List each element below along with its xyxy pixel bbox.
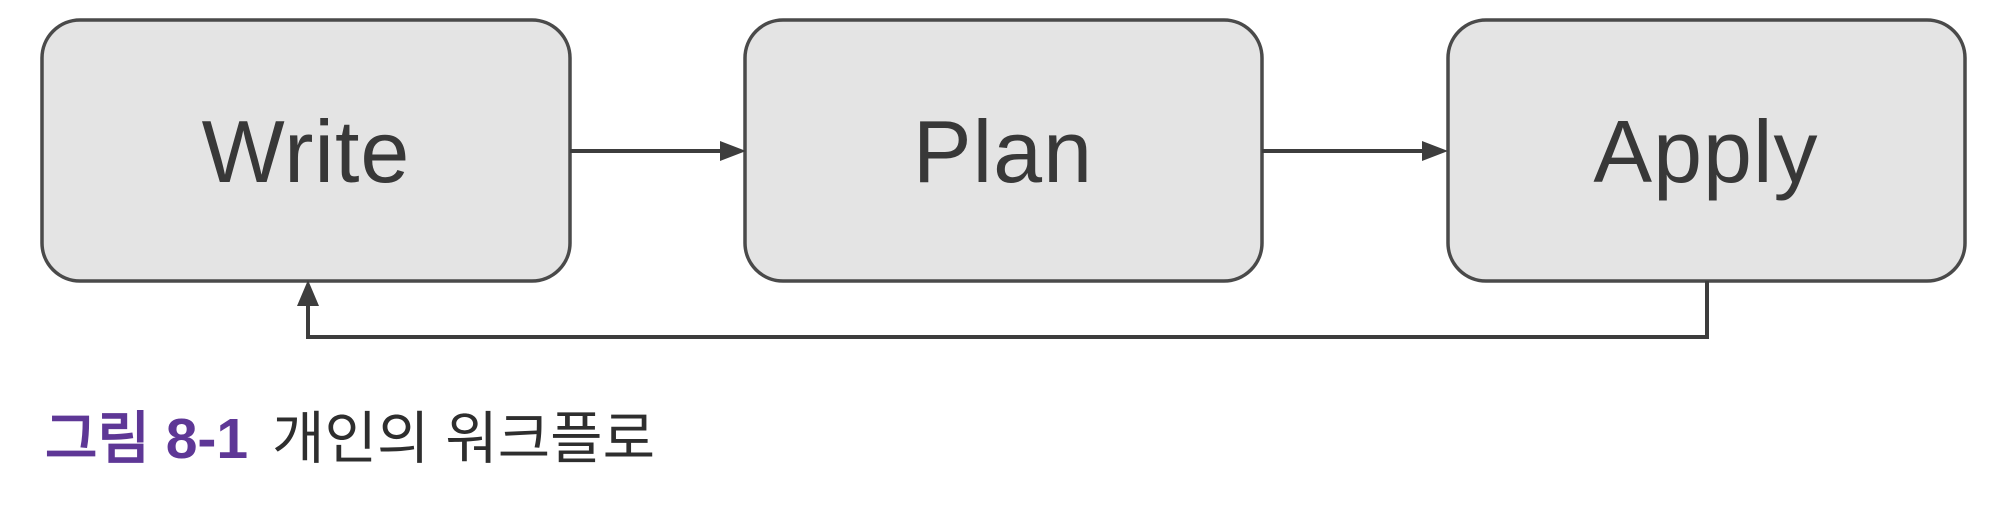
node-plan-label: Plan xyxy=(913,102,1093,201)
figure-title-text: 개인의 워크플로 xyxy=(272,407,656,471)
figure-number-label: 그림 8-1 xyxy=(45,407,249,471)
arrow-write-to-plan xyxy=(570,141,746,161)
arrow-plan-to-apply xyxy=(1262,141,1448,161)
arrowhead-up-icon xyxy=(297,280,319,306)
node-apply-label: Apply xyxy=(1593,102,1818,201)
arrowhead-right-icon xyxy=(720,141,746,161)
figure-caption: 그림 8-1 개인의 워크플로 xyxy=(45,408,655,471)
feedback-path xyxy=(306,281,1709,339)
feedback-arrow-apply-to-write xyxy=(297,280,1709,339)
node-write-label: Write xyxy=(202,102,411,201)
arrowhead-right-icon xyxy=(1422,141,1448,161)
